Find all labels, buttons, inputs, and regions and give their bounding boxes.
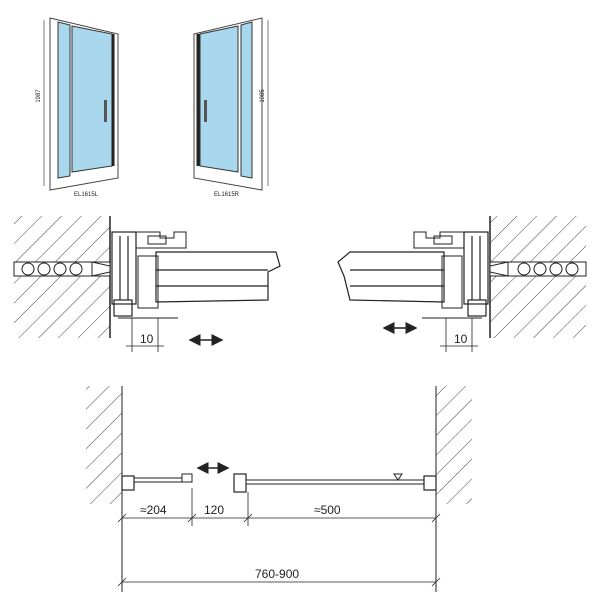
door-glass-panel [71,25,113,173]
profile-cap [413,231,465,249]
wall-anchor [489,261,587,277]
door-handle [204,100,207,122]
door-profile [155,251,281,303]
dim-10-text: 10 [140,332,154,346]
wall-anchor [13,261,111,277]
dim-fixed-text: ≈204 [140,503,167,517]
door-view-left: 1987 EL1615L [36,17,119,198]
door-glass-panel [199,25,239,173]
wall-left-hatch [86,386,122,504]
dim-door-text: ≈500 [314,503,341,517]
wall-right-hatch [436,386,472,504]
door-view-right: 1985 EL1615R [193,17,269,198]
dim-gap-text: 120 [204,503,224,517]
profile-cap [135,231,187,249]
wall-hatch [14,216,110,338]
wall-profile [463,231,489,317]
height-dim-text: 1985 [260,89,266,103]
door-profile [337,251,445,303]
dimension-row-total [117,577,441,587]
profile-detail-right: 10 [337,216,587,352]
wall-profile [111,231,137,317]
height-dim-text: 1987 [36,89,42,103]
glass-line [121,473,437,493]
fixed-glass-panel [240,21,253,179]
door-handle [104,100,107,122]
fixed-glass-panel [57,21,71,179]
model-label-right: EL1615R [214,192,240,198]
model-label-left: EL1615L [74,192,99,198]
dim-total-text: 760-900 [255,567,299,581]
dimension-row [117,513,441,523]
profile-detail-left: 10 [13,216,281,352]
wall-hatch [490,216,586,338]
dim-10-text: 10 [454,332,468,346]
plan-view: ≈204 120 ≈500 760-900 [86,386,472,592]
